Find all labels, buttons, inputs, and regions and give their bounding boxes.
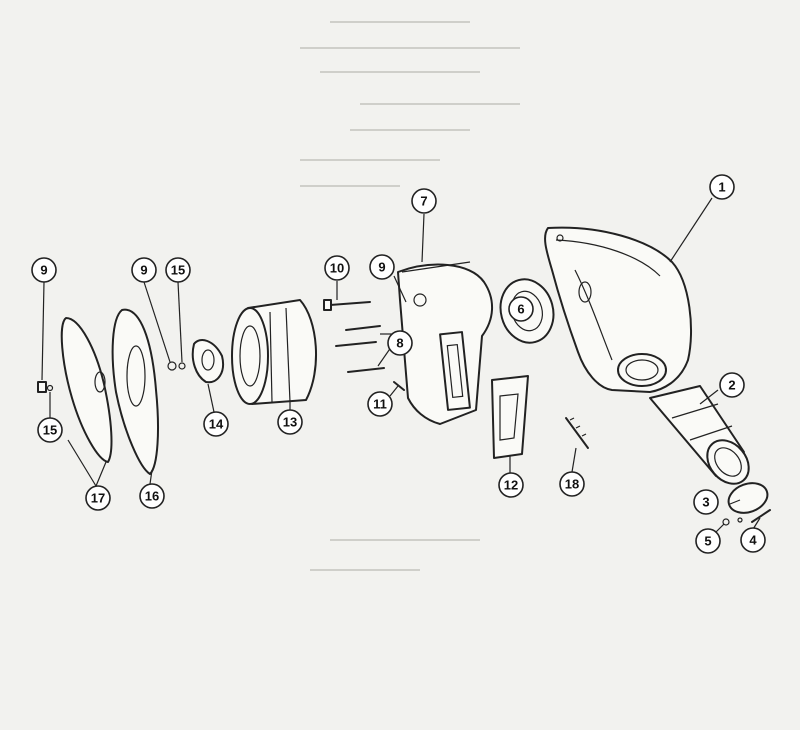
callout-8: 8 — [387, 330, 413, 356]
callout-6: 6 — [508, 296, 534, 322]
part-small-bolt — [393, 381, 405, 391]
callout-7: 7 — [411, 188, 437, 214]
svg-text:9: 9 — [40, 263, 47, 278]
svg-text:9: 9 — [140, 263, 147, 278]
callout-14: 14 — [203, 411, 229, 437]
svg-text:4: 4 — [749, 533, 757, 548]
part-cap-plate — [727, 482, 769, 514]
svg-text:1: 1 — [718, 180, 725, 195]
callout-13: 13 — [277, 409, 303, 435]
callouts: 1 2 3 4 5 6 7 8 9 9 9 10 11 12 13 14 15 … — [31, 174, 766, 554]
part-rect-gasket — [491, 375, 529, 459]
part-housing-cover — [544, 226, 693, 393]
part-nut-left — [37, 381, 54, 393]
callout-15-mid: 15 — [165, 257, 191, 283]
callout-10: 10 — [324, 255, 350, 281]
part-bolt — [323, 299, 371, 311]
svg-text:17: 17 — [91, 491, 105, 506]
callout-9-left: 9 — [31, 257, 57, 283]
part-fan-housing — [397, 261, 493, 425]
bleed-through-lines — [300, 21, 520, 571]
callout-2: 2 — [719, 372, 745, 398]
part-washer — [722, 518, 730, 526]
svg-text:15: 15 — [171, 263, 185, 278]
svg-text:5: 5 — [704, 534, 711, 549]
svg-text:14: 14 — [209, 417, 224, 432]
part-stud-bolts — [335, 325, 385, 373]
svg-text:6: 6 — [517, 302, 524, 317]
callout-3: 3 — [693, 489, 719, 515]
callout-12: 12 — [498, 472, 524, 498]
part-nut — [167, 361, 186, 371]
svg-text:7: 7 — [420, 194, 427, 209]
part-gasket-plate — [60, 317, 113, 463]
callout-9-center: 9 — [369, 254, 395, 280]
svg-text:15: 15 — [43, 423, 57, 438]
svg-text:16: 16 — [145, 489, 159, 504]
svg-text:12: 12 — [504, 478, 518, 493]
part-inlet-tube — [649, 385, 750, 485]
callout-9-mid: 9 — [131, 257, 157, 283]
svg-text:9: 9 — [378, 260, 385, 275]
callout-17: 17 — [85, 485, 111, 511]
part-oval-plate — [111, 308, 159, 475]
callout-16: 16 — [139, 483, 165, 509]
callout-11: 11 — [367, 391, 393, 417]
part-screw — [737, 509, 771, 523]
callout-4: 4 — [740, 527, 766, 553]
callout-15-left: 15 — [37, 417, 63, 443]
svg-text:8: 8 — [396, 336, 403, 351]
svg-text:11: 11 — [373, 397, 387, 412]
part-filter-element — [231, 299, 317, 405]
callout-18: 18 — [559, 471, 585, 497]
part-threaded-stud — [565, 417, 589, 449]
callout-1: 1 — [709, 174, 735, 200]
svg-text:13: 13 — [283, 415, 297, 430]
svg-text:3: 3 — [702, 495, 709, 510]
part-seal-ring — [191, 339, 224, 384]
svg-text:18: 18 — [565, 477, 579, 492]
svg-text:2: 2 — [728, 378, 735, 393]
svg-text:10: 10 — [330, 261, 344, 276]
callout-5: 5 — [695, 528, 721, 554]
leader-lines — [41, 197, 761, 535]
